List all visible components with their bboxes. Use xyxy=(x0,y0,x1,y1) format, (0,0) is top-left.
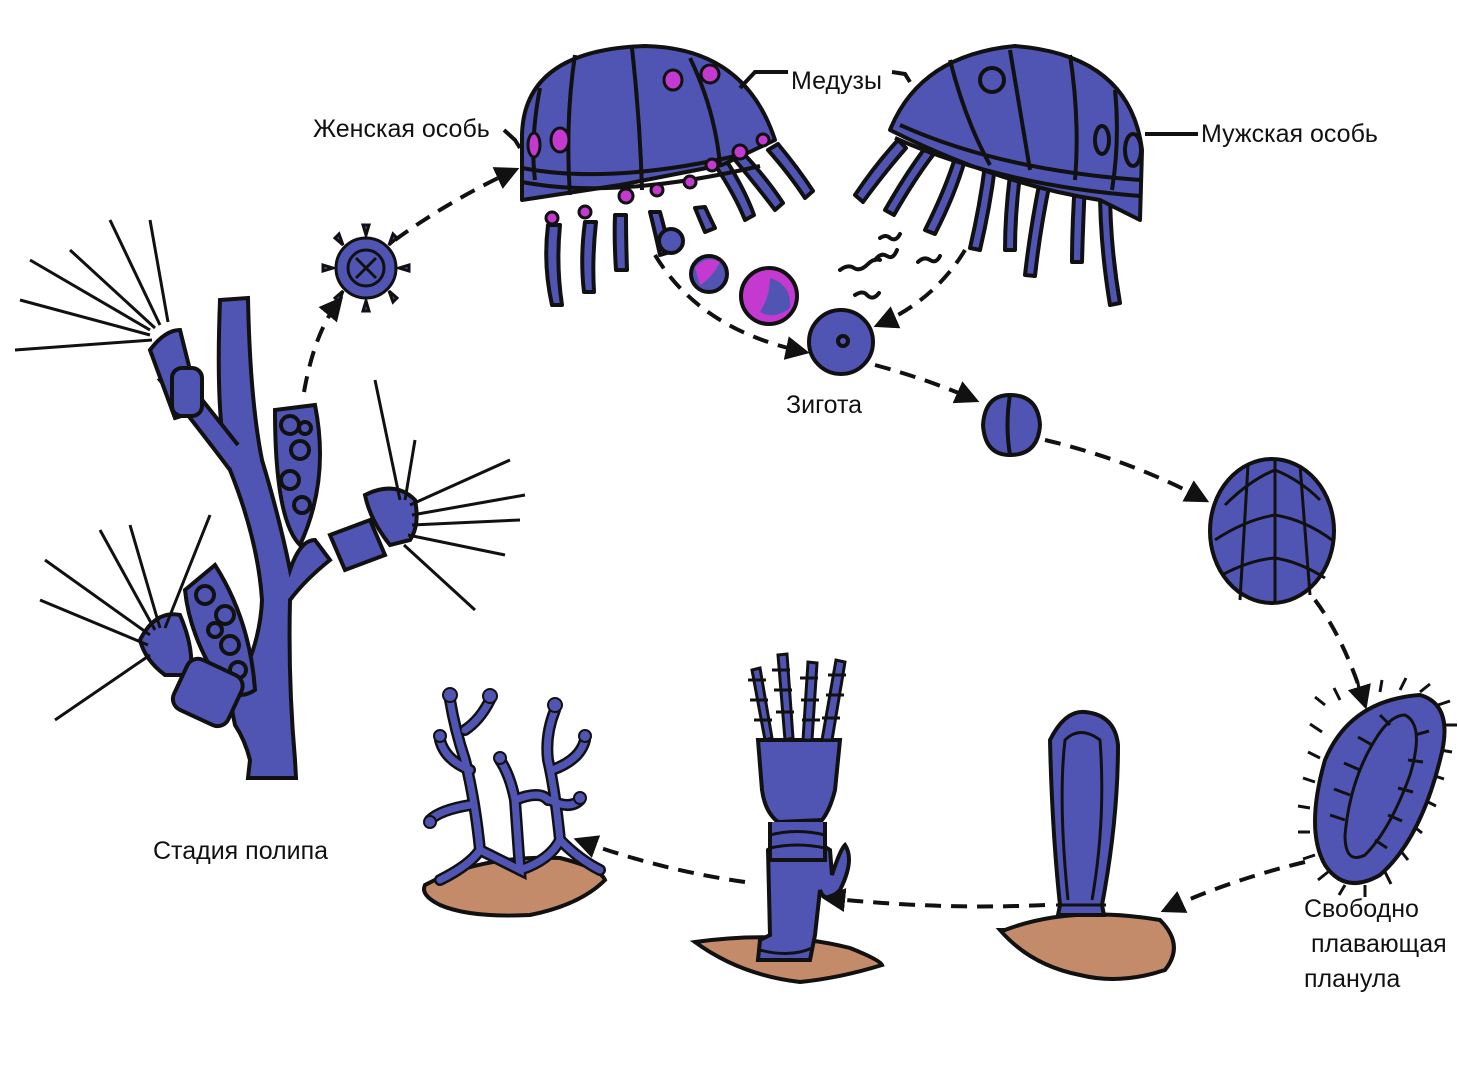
arrow-zygote-to-two-cell xyxy=(874,363,980,404)
hydroid-colony xyxy=(14,219,526,780)
hydranth-stalks xyxy=(137,327,419,729)
label-zygote: Зигота xyxy=(786,391,863,419)
gonangium-1 xyxy=(272,402,322,549)
hydranth-tentacles xyxy=(14,219,526,722)
young-polyp xyxy=(689,652,885,985)
leader-lines xyxy=(502,70,1198,150)
label-medusae: Медузы xyxy=(791,67,882,95)
egg-small xyxy=(657,227,685,255)
two-cell-embryo xyxy=(980,392,1043,458)
male-medusa xyxy=(853,44,1144,307)
settled-polyp xyxy=(995,709,1176,981)
arrow-sperm-to-zygote xyxy=(873,248,967,329)
label-planula-line1: Свободно xyxy=(1304,895,1419,923)
arrow-morula-to-planula xyxy=(1313,598,1371,710)
label-female: Женская особь xyxy=(313,115,490,143)
arrow-medusa-to-female xyxy=(393,167,520,242)
released-medusa xyxy=(321,223,411,313)
arrow-young-to-colony xyxy=(573,835,746,884)
planula xyxy=(1297,677,1457,897)
arrow-planula-to-settled xyxy=(1160,860,1306,913)
arrow-two-cell-to-morula xyxy=(1044,438,1210,503)
arrow-egg-to-zygote xyxy=(653,253,810,360)
eggs xyxy=(657,227,799,326)
gonangium-2 xyxy=(182,562,258,697)
main-stem xyxy=(216,295,333,780)
label-male: Мужская особь xyxy=(1201,120,1378,148)
label-planula-line3: планула xyxy=(1304,965,1401,993)
male-tentacles xyxy=(853,138,1122,307)
morula xyxy=(1208,457,1336,605)
sperm xyxy=(838,232,942,300)
polyp-colony xyxy=(422,687,608,918)
female-gonads xyxy=(526,63,771,226)
young-polyp-tentacles xyxy=(748,652,847,742)
arrow-settled-to-young xyxy=(821,888,1046,912)
cycle-arrows xyxy=(302,167,1371,913)
label-polyp-stage: Стадия полипа xyxy=(153,837,329,865)
arrow-polyp-to-medusa xyxy=(302,296,344,393)
zygote xyxy=(807,308,875,376)
label-planula-line2: плавающая xyxy=(1304,930,1447,958)
female-medusa xyxy=(520,44,815,307)
